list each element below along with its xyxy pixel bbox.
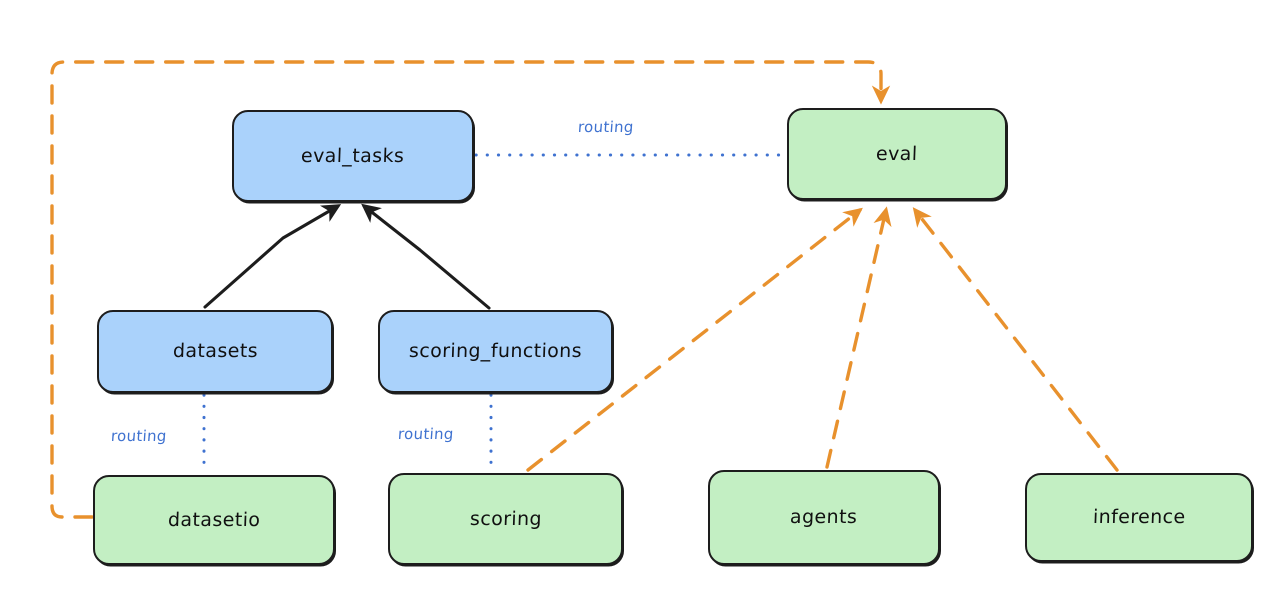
edge-agents-to-eval-dependency — [825, 206, 892, 469]
node-inference[interactable]: inference — [1025, 473, 1253, 562]
edge-inference-to-eval-dependency — [912, 207, 1119, 472]
node-eval-label: eval — [875, 142, 919, 165]
node-scoring[interactable]: scoring — [388, 473, 623, 565]
edge-label-routing-eval-tasks-eval: routing — [577, 118, 635, 136]
node-datasetio[interactable]: datasetio — [93, 475, 335, 565]
edge-label-routing-scoring-functions-scoring: routing — [397, 425, 455, 443]
node-agents-label: agents — [790, 506, 858, 529]
node-datasets-label: datasets — [172, 340, 258, 363]
node-inference-label: inference — [1092, 506, 1186, 529]
node-agents[interactable]: agents — [708, 470, 940, 565]
edge-label-routing-datasets-datasetio: routing — [110, 427, 168, 445]
edge-datasetio-to-eval-dependency — [50, 60, 891, 519]
node-scoring-label: scoring — [469, 507, 542, 530]
node-eval[interactable]: eval — [787, 108, 1007, 200]
node-datasets[interactable]: datasets — [97, 310, 333, 393]
edge-scoring-functions-to-eval-tasks — [361, 203, 491, 310]
node-eval-tasks[interactable]: eval_tasks — [232, 110, 474, 202]
node-eval-tasks-label: eval_tasks — [301, 144, 406, 167]
edge-datasets-to-eval-tasks — [203, 204, 342, 309]
node-scoring-functions[interactable]: scoring_functions — [378, 310, 613, 393]
node-scoring-functions-label: scoring_functions — [408, 340, 583, 363]
edge-scoring-to-eval-dependency — [526, 207, 863, 472]
node-datasetio-label: datasetio — [167, 508, 261, 531]
